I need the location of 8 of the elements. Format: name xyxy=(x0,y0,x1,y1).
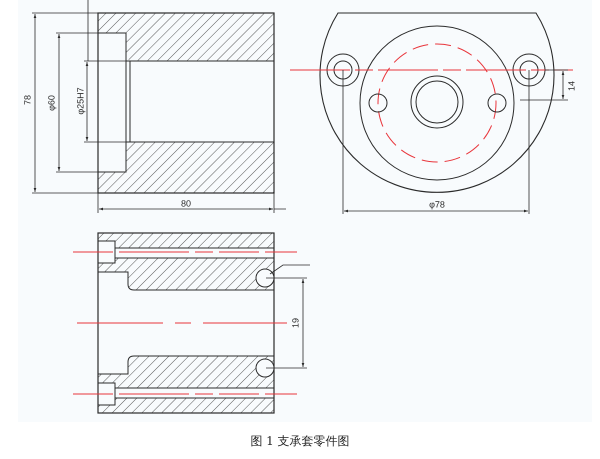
figure-caption: 图 1 支承套零件图 xyxy=(250,433,350,450)
dimension-text: 78 xyxy=(24,95,32,105)
dimension-text: 80 xyxy=(181,200,191,208)
dimension-text: φ78 xyxy=(429,200,445,210)
dimension-text: φ60 xyxy=(48,95,56,111)
dimension-text: 19 xyxy=(292,318,300,328)
dimension-text: 14 xyxy=(568,81,576,91)
dimension-text: φ25H7 xyxy=(76,87,86,115)
